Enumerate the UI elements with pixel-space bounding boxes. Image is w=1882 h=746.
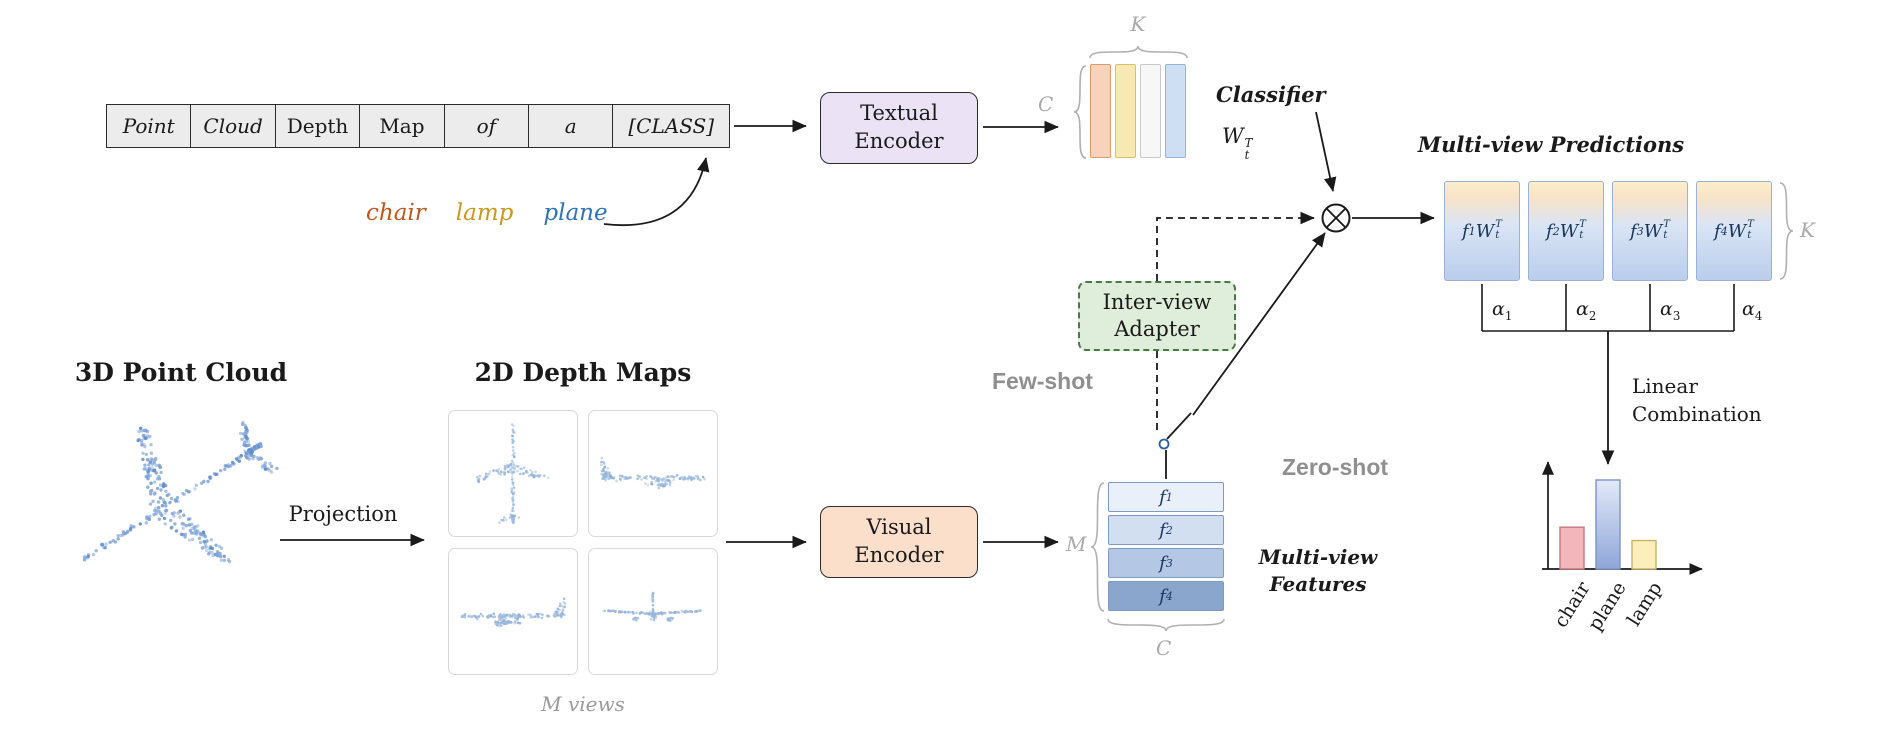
- zero-shot-label: Zero-shot: [1282, 454, 1389, 480]
- result-bar-lamp: [1631, 539, 1657, 570]
- prompt-token-map: Map: [360, 105, 445, 147]
- prompt-token-a: a: [529, 105, 614, 147]
- result-bar-plane: [1595, 479, 1621, 570]
- switch-contact: [1158, 438, 1170, 450]
- adapter-to-otimes-dashed: [1156, 211, 1315, 281]
- classifier-stripe-4: [1165, 64, 1186, 158]
- prompt-token-depth: Depth: [276, 105, 361, 147]
- otimes-symbol: [1321, 203, 1351, 233]
- c-brace-bottom: [1107, 618, 1225, 632]
- point-cloud-plane: [82, 421, 279, 564]
- inter-view-adapter-label: Inter-view Adapter: [1102, 289, 1212, 341]
- class-chair: chair: [366, 200, 426, 226]
- prompt-token-cloud: Cloud: [191, 105, 276, 147]
- class-to-prompt-arrow: [603, 157, 710, 226]
- classifier-stripe-1: [1090, 64, 1111, 158]
- m-brace-left: [1090, 482, 1105, 612]
- projection-label: Projection: [288, 502, 398, 526]
- few-shot-label: Few-shot: [992, 368, 1093, 394]
- depth-map-3: [448, 548, 578, 675]
- k-dim-label-right: K: [1800, 218, 1815, 242]
- alpha-comb-bracket: [1481, 284, 1735, 332]
- depth-map-1: [448, 410, 578, 537]
- classifier-stripe-3: [1140, 64, 1161, 158]
- class-words: chair lamp plane: [366, 200, 608, 226]
- point-cloud-heading: 3D Point Cloud: [74, 358, 288, 387]
- class-lamp: lamp: [455, 200, 514, 226]
- c-dim-label-left: C: [1038, 92, 1054, 116]
- linear-combination-label: Linear Combination: [1632, 374, 1762, 426]
- class-plane: plane: [543, 200, 608, 226]
- otimes-x1: [1325, 207, 1347, 229]
- k-dim-label-top: K: [1130, 12, 1146, 36]
- c-dim-label-bottom: C: [1156, 636, 1172, 660]
- switch-lever: [1166, 412, 1192, 440]
- alpha-1: α1: [1492, 298, 1513, 323]
- arrow: [1315, 111, 1337, 192]
- prompt-token-point: Point: [107, 105, 192, 147]
- alpha-2: α2: [1576, 298, 1597, 323]
- m-views-label: M views: [541, 692, 625, 716]
- depth-map-4: [588, 548, 718, 675]
- inter-view-adapter-box: Inter-view Adapter: [1078, 281, 1236, 351]
- visual-encoder-box: Visual Encoder: [820, 506, 978, 578]
- depth-maps-heading: 2D Depth Maps: [474, 358, 692, 387]
- alpha-3: α3: [1660, 298, 1681, 323]
- textual-encoder-label: Textual Encoder: [854, 101, 944, 153]
- textual-encoder-box: Textual Encoder: [820, 92, 978, 164]
- c-brace-left: [1073, 65, 1087, 159]
- classifier-label: Classifier: [1216, 82, 1326, 107]
- classifier-stripe-2: [1115, 64, 1136, 158]
- depth-map-2: [588, 410, 718, 537]
- result-bar-chair: [1559, 526, 1585, 570]
- prompt-token-class: [CLASS]: [628, 114, 715, 138]
- k-brace-top: [1089, 45, 1188, 59]
- multi-view-features-label: Multi-view Features: [1258, 545, 1378, 596]
- k-brace-right: [1779, 182, 1794, 280]
- prompt-table: Point Cloud Depth Map of a [CLASS]: [106, 104, 730, 148]
- alpha-4: α4: [1742, 298, 1763, 323]
- otimes-x2: [1325, 207, 1347, 229]
- prompt-token-of: of: [445, 105, 530, 147]
- visual-encoder-label: Visual Encoder: [854, 515, 944, 567]
- m-dim-label-left: M: [1066, 532, 1087, 556]
- classifier-weight-columns: [1090, 64, 1187, 158]
- multi-view-predictions-title: Multi-view Predictions: [1417, 132, 1685, 157]
